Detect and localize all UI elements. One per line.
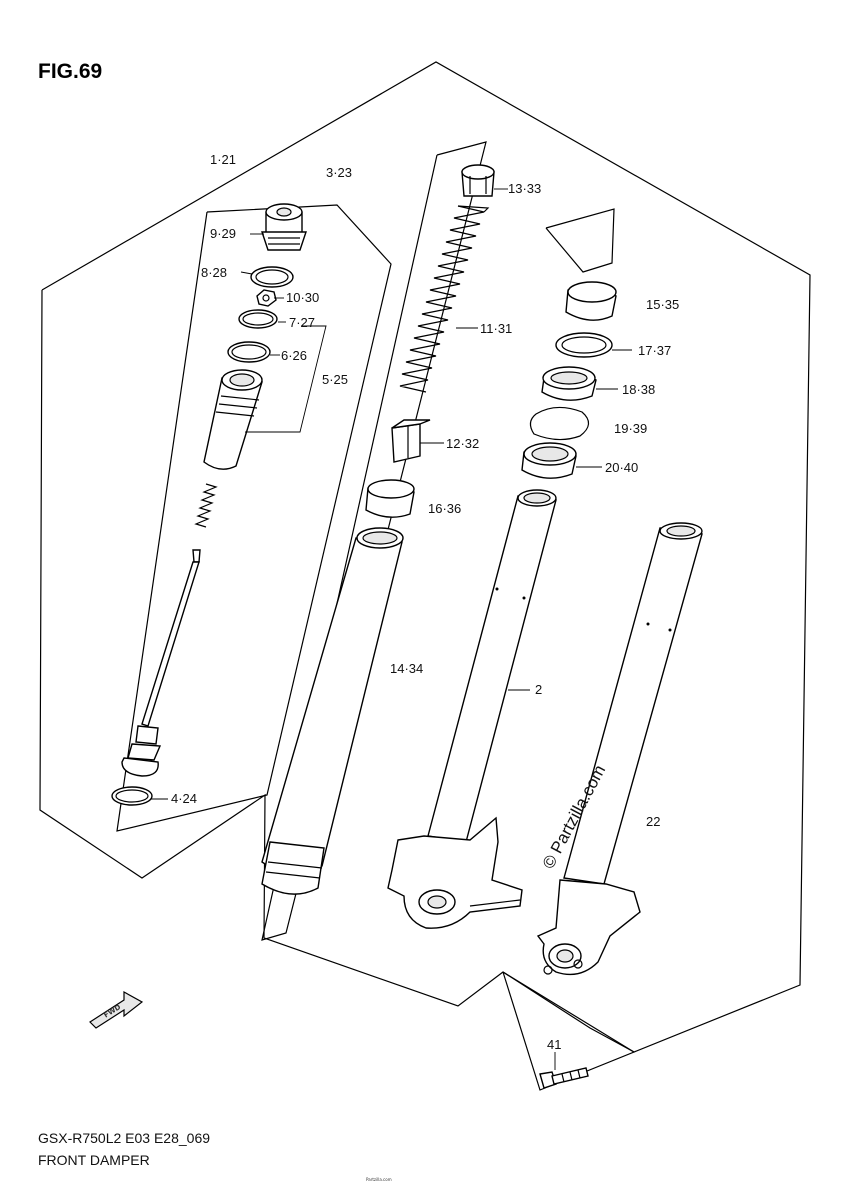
callout-22: 22 [646,814,660,829]
callout-1-21: 1·21 [210,152,236,167]
cap-bolt-part [261,203,307,251]
callout-20-40: 20·40 [605,460,638,475]
callout-12-32: 12·32 [446,436,479,451]
bolt-part [539,1067,589,1089]
callout-14-34: 14·34 [390,661,423,676]
nut-part [256,289,277,307]
small-spring-part [194,483,218,528]
callout-11-31: 11·31 [480,321,512,336]
inner-tube-right-part [536,522,703,976]
callout-9-29: 9·29 [210,226,236,241]
callout-17-37: 17·37 [638,343,671,358]
callout-8-28: 8·28 [201,265,227,280]
spring-collar-part [461,164,495,197]
callout-15-35: 15·35 [646,297,679,312]
spacer-part [391,419,431,463]
figure-title: FIG.69 [38,60,102,83]
callout-41: 41 [547,1037,561,1052]
cartridge-frame-outline [116,204,392,832]
bushing-15-part [565,281,617,321]
bushing-16-part [365,479,415,518]
cartridge-body-part [203,369,263,470]
inner-tube-left-part [387,489,557,929]
outer-tube-part [261,527,404,895]
forward-direction-icon: FWD [89,990,144,1029]
callout-7-27: 7·27 [289,315,315,330]
oil-seal-part [541,366,597,401]
callout-5-25: 5·25 [322,372,348,387]
callout-4-24: 4·24 [171,791,197,806]
main-spring-part [399,205,490,393]
callout-18-38: 18·38 [622,382,655,397]
figure-caption: FRONT DAMPER [38,1152,150,1168]
bushing-frame-outline [545,208,615,273]
callout-6-26: 6·26 [281,348,307,363]
damper-rod-part [121,549,201,777]
callout-10-30: 10·30 [286,290,319,305]
dust-seal-part [521,442,577,479]
circlip-part [529,406,590,441]
callout-13-33: 13·33 [508,181,541,196]
callout-19-39: 19·39 [614,421,647,436]
callout-16-36: 16·36 [428,501,461,516]
model-code: GSX-R750L2 E03 E28_069 [38,1130,210,1146]
fine-print: Partzilla.com [366,1177,392,1182]
callout-2: 2 [535,682,542,697]
leader-lines [151,188,632,1070]
callout-3-23: 3·23 [326,165,352,180]
